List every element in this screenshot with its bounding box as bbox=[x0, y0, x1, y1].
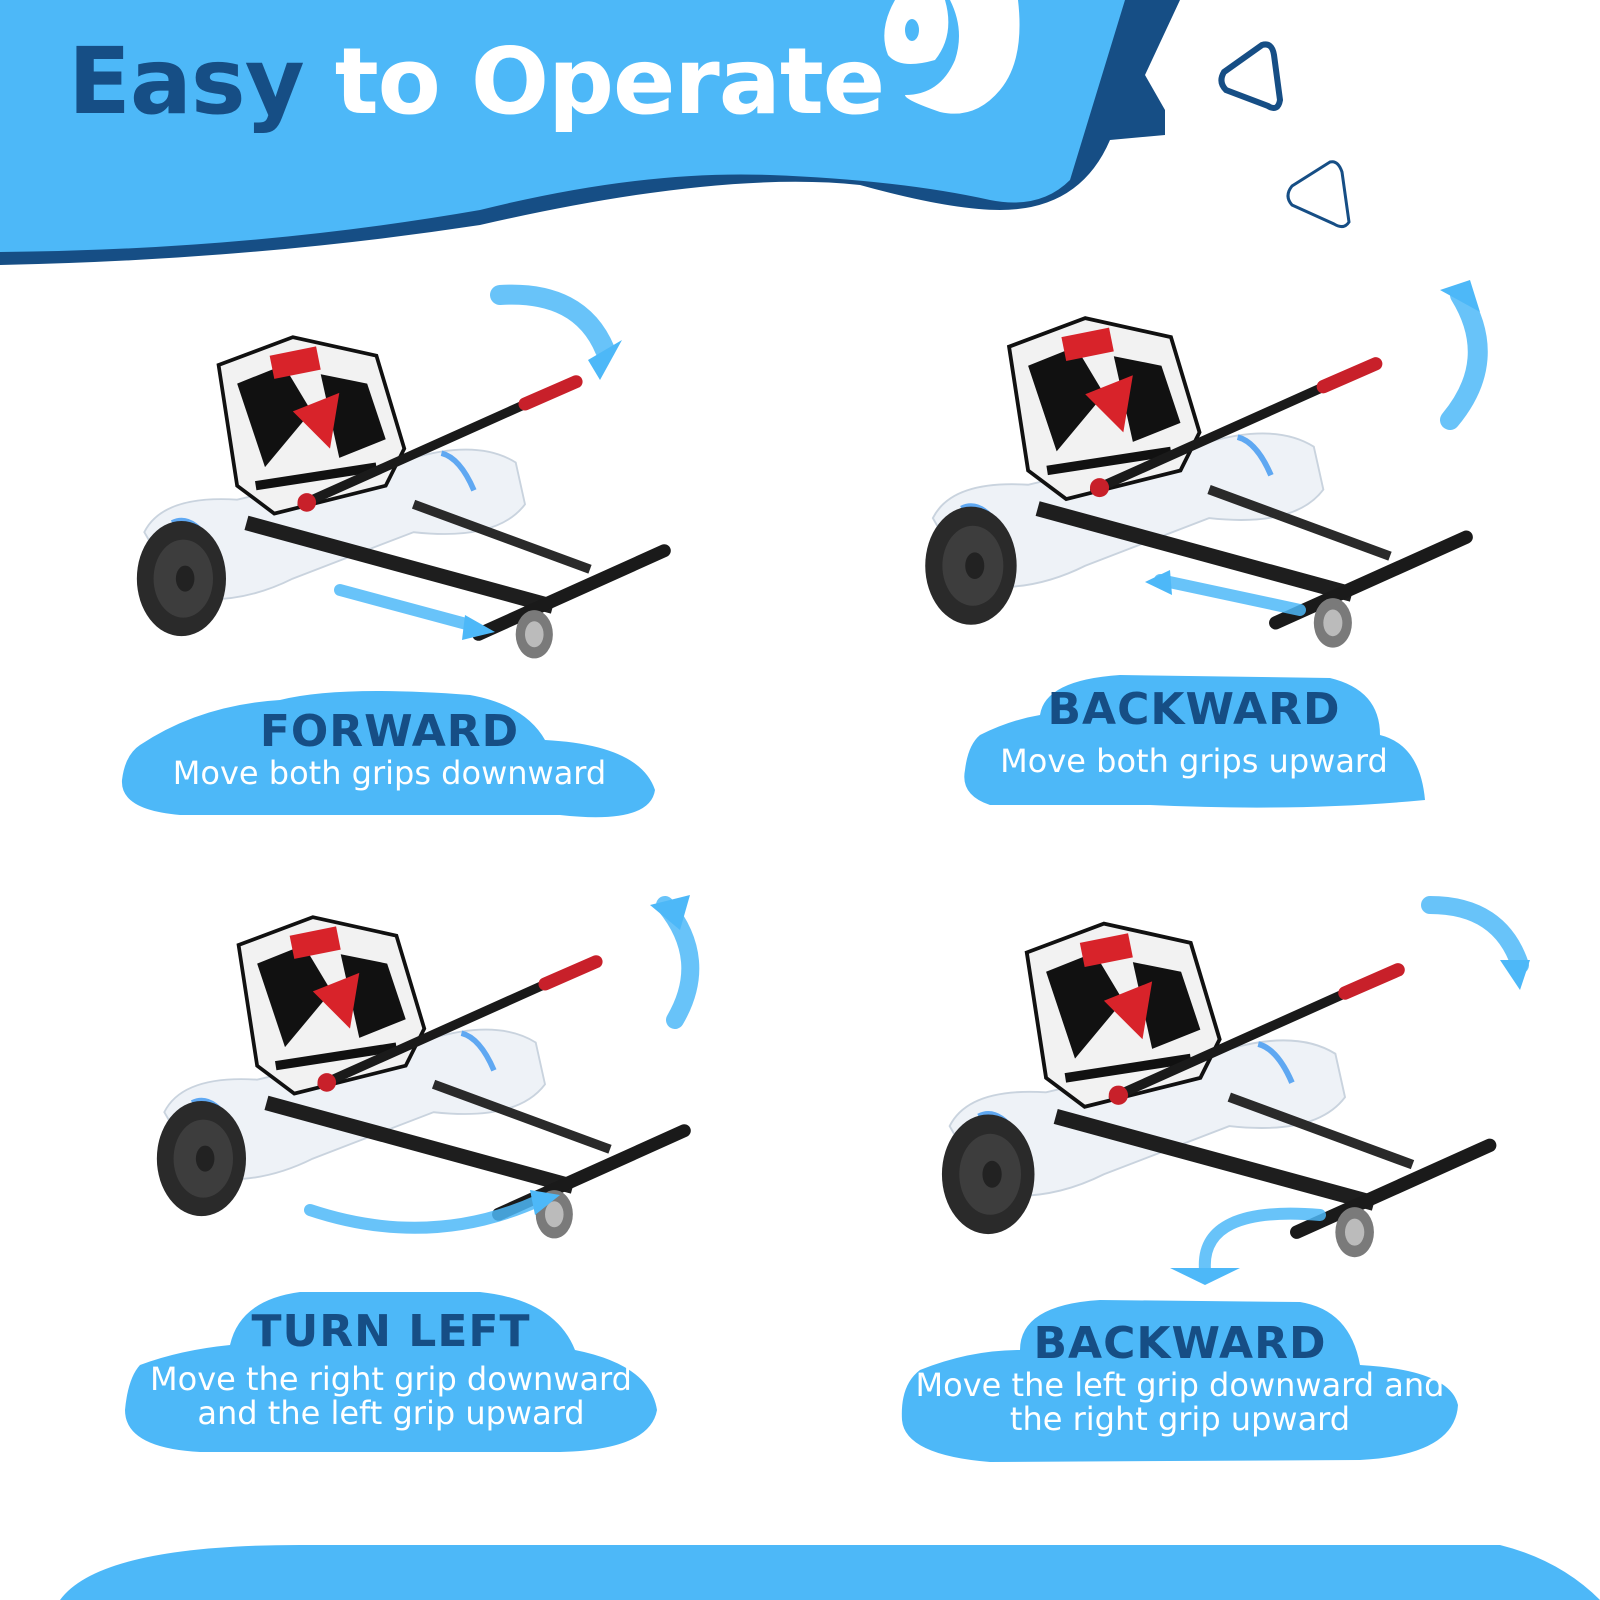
label-turn-left: TURN LEFT Move the right grip downward a… bbox=[125, 1306, 657, 1432]
page-title: Easy to Operate bbox=[68, 28, 886, 135]
label-line: Move the left grip downward and bbox=[915, 1366, 1445, 1404]
title-light-words: to Operate bbox=[334, 28, 886, 135]
label-title: TURN LEFT bbox=[251, 1306, 531, 1357]
label-bubble bbox=[901, 1300, 1458, 1462]
label-title: BACKWARD bbox=[1047, 684, 1341, 735]
label-backward-turn: BACKWARD Move the left grip downward and… bbox=[902, 1318, 1458, 1438]
go-kart-image-turn-left bbox=[157, 917, 684, 1238]
label-backward: BACKWARD Move both grips upward bbox=[963, 684, 1425, 780]
label-title: FORWARD bbox=[259, 706, 520, 757]
label-title: BACKWARD bbox=[1033, 1318, 1327, 1369]
triangle-outline-small-icon bbox=[1286, 160, 1351, 229]
arrow-curved-right-icon bbox=[304, 1194, 546, 1234]
label-line: the right grip upward bbox=[1009, 1400, 1351, 1438]
title-dark-word: Easy bbox=[68, 28, 305, 135]
label-bubble bbox=[121, 691, 655, 818]
label-line: Move both grips downward bbox=[172, 754, 607, 792]
label-line: and the left grip upward bbox=[197, 1394, 585, 1432]
go-kart-image-backward bbox=[925, 318, 1466, 648]
arrow-curved-down-icon bbox=[490, 284, 615, 360]
label-bubble bbox=[125, 1292, 657, 1452]
header-banner bbox=[0, 0, 1125, 252]
triangle-outline-icon bbox=[1218, 41, 1284, 111]
go-kart-image-turn-right bbox=[942, 924, 1490, 1258]
arrow-curved-down-icon bbox=[1421, 896, 1529, 974]
label-line: Move both grips upward bbox=[1000, 742, 1388, 780]
label-forward: FORWARD Move both grips downward bbox=[122, 706, 657, 792]
label-bubble bbox=[964, 675, 1425, 808]
label-line: Move the right grip downward bbox=[150, 1360, 632, 1398]
footer-wave bbox=[60, 1545, 1600, 1600]
arrow-right-icon bbox=[334, 584, 476, 631]
brand-mark-icon bbox=[884, 0, 1020, 114]
arrow-curved-up-icon bbox=[1440, 285, 1488, 430]
arrow-curved-down-icon bbox=[1198, 1207, 1326, 1276]
arrow-left-icon bbox=[1154, 574, 1306, 616]
